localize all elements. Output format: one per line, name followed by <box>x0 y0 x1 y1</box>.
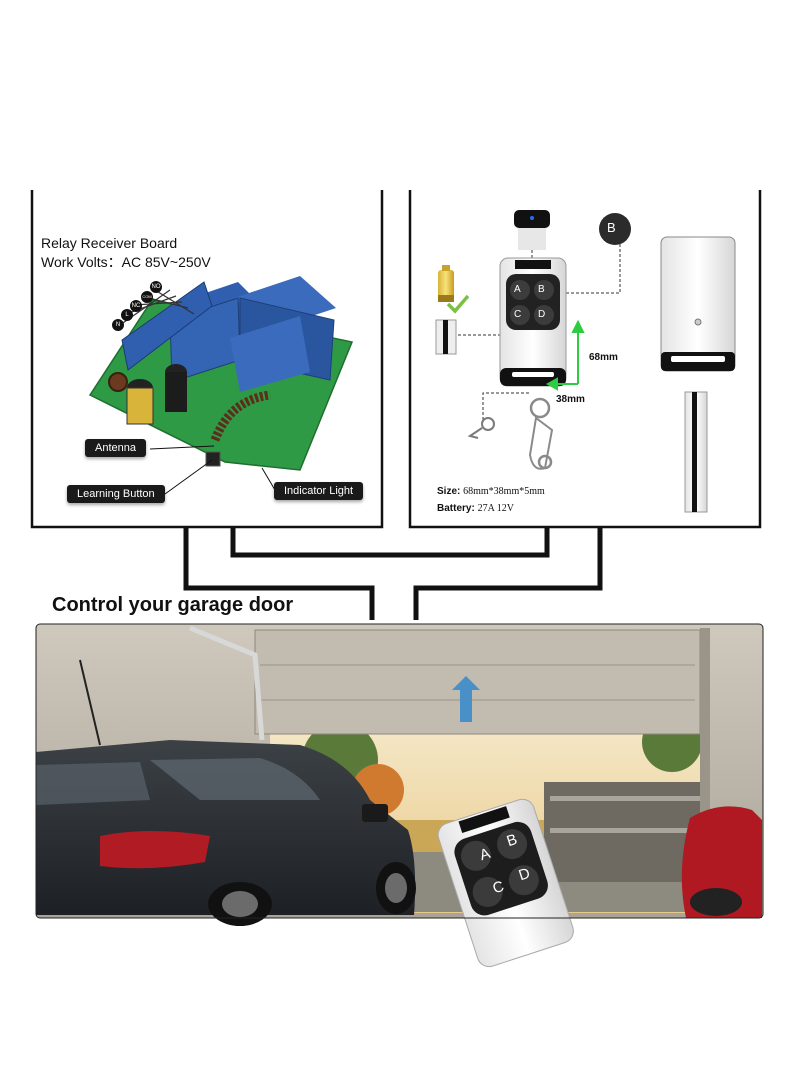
remote-top-view <box>514 210 550 250</box>
keychain-clip <box>528 397 554 470</box>
small-clip <box>467 417 495 439</box>
remote-back-view <box>660 236 736 372</box>
dimension-arrows <box>545 319 585 391</box>
button-b-callout <box>599 213 631 245</box>
terminal-marker <box>112 319 124 331</box>
terminal-marker <box>121 309 133 321</box>
checkmark-icon <box>446 294 470 314</box>
terminal-label: COM <box>142 294 152 299</box>
garage-photo <box>36 624 763 926</box>
battery-spec-value: 27A 12V <box>477 503 514 514</box>
learning-button-label: Learning Button <box>67 485 165 503</box>
terminal-label: NO <box>151 284 161 290</box>
width-dimension: 38mm <box>556 394 585 405</box>
terminal-label: NC <box>131 303 141 309</box>
connector-lines <box>183 528 603 620</box>
terminal-marker <box>141 291 153 303</box>
terminal-markers <box>112 281 162 331</box>
terminal-label: N <box>115 322 121 328</box>
guide-lines <box>458 238 621 420</box>
battery-spec-label: Battery: <box>437 503 475 514</box>
height-dimension: 68mm <box>589 352 618 363</box>
garage-heading: Control your garage door <box>52 594 294 616</box>
size-spec-label: Size: <box>437 486 461 497</box>
remote-hero <box>437 798 574 968</box>
remote-button-a: A <box>514 284 521 295</box>
battery-27a <box>438 265 454 302</box>
button-b-callout-label: B <box>607 220 616 235</box>
terminal-label: L <box>125 312 129 318</box>
battery-spec: Battery: 27A 12V <box>437 503 514 514</box>
remote-button-b: B <box>538 284 545 295</box>
remote-side-view <box>435 319 457 355</box>
size-spec: Size: 68mm*38mm*5mm <box>437 486 545 497</box>
remote-button-d: D <box>538 309 546 320</box>
terminal-marker <box>150 281 162 293</box>
terminal-marker <box>130 300 142 312</box>
indicator-light-label: Indicator Light <box>274 482 364 500</box>
up-arrow-icon <box>452 676 480 722</box>
antenna-label: Antenna <box>85 439 146 457</box>
remote-front-view <box>499 257 567 387</box>
receiver-voltage: Work Volts：AC 85V~250V <box>41 254 211 270</box>
label-pointers <box>149 445 276 495</box>
remote-button-c: C <box>514 309 522 320</box>
relay-board-image <box>88 276 354 471</box>
receiver-title: Relay Receiver Board <box>41 235 178 251</box>
size-spec-value: 68mm*38mm*5mm <box>463 486 545 497</box>
remote-thin-side <box>684 391 708 513</box>
